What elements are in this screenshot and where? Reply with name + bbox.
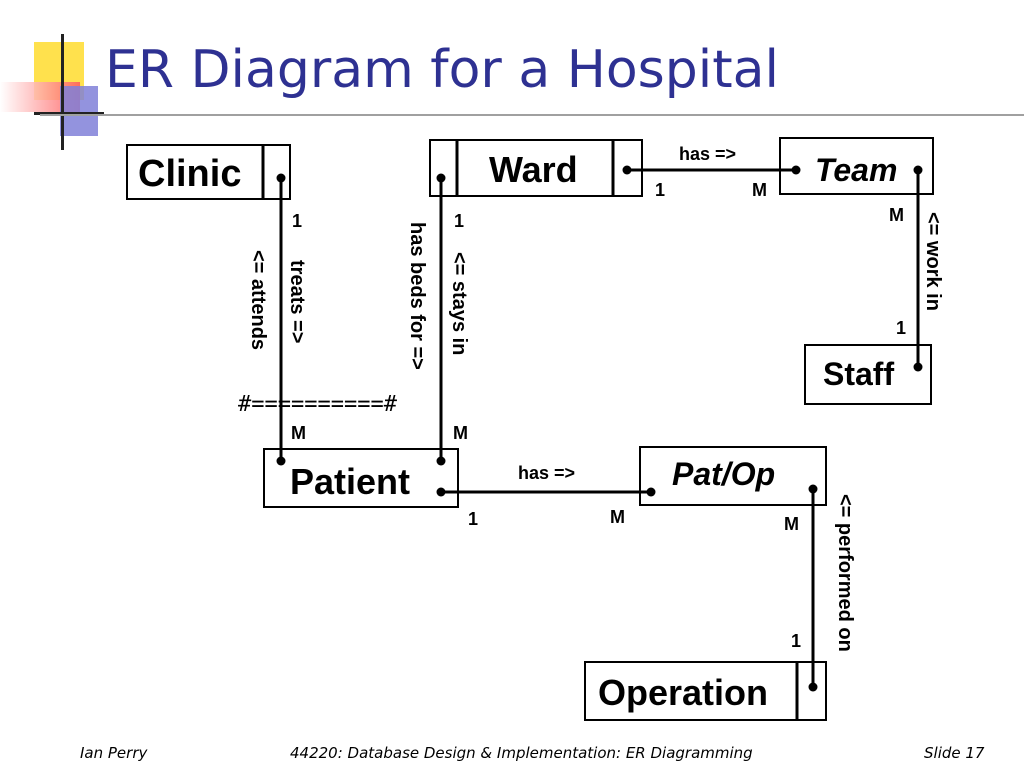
entity-patient-box[interactable] xyxy=(263,448,459,508)
entity-clinic-label: Clinic xyxy=(138,153,241,195)
entity-patop-label: Pat/Op xyxy=(672,456,775,492)
rel-ward-patient-label-2: has beds for => xyxy=(406,222,428,370)
card-clinic-patient-m: M xyxy=(291,423,306,443)
card-patient-patop-m: M xyxy=(610,507,625,527)
dot-ward-left xyxy=(436,173,446,183)
dot-ward-patient-bottom xyxy=(436,456,446,466)
er-diagram: Clinic Ward Team Staff Patient Pat/Op Op… xyxy=(126,137,944,721)
dot-patop-bottom xyxy=(808,484,818,494)
dot-clinic-patient-bottom xyxy=(276,456,286,466)
rel-clinic-patient-label-1: treats => xyxy=(286,260,308,343)
dot-staff xyxy=(913,362,923,372)
card-ward-patient-m: M xyxy=(453,423,468,443)
footer-author: Ian Perry xyxy=(80,744,148,762)
card-ward-team-m: M xyxy=(752,180,767,200)
decor-blue-square xyxy=(60,86,98,136)
dot-clinic-top xyxy=(276,173,286,183)
dot-team-right xyxy=(913,165,923,175)
card-team-staff-m: M xyxy=(889,205,904,225)
slide-title: ER Diagram for a Hospital xyxy=(105,40,779,100)
entity-operation-label: Operation xyxy=(598,672,768,713)
entity-patient-label: Patient xyxy=(290,461,410,502)
card-ward-patient-1: 1 xyxy=(454,211,464,231)
entity-operation-box[interactable] xyxy=(584,661,827,721)
dot-operation xyxy=(808,682,818,692)
title-underline xyxy=(40,114,1024,116)
dot-team-left xyxy=(791,165,801,175)
rel-clinic-patient-label-2: <= attends xyxy=(247,250,269,350)
entity-staff-box[interactable] xyxy=(804,344,932,405)
rel-patient-patop-label: has => xyxy=(518,463,575,483)
entity-team-box[interactable] xyxy=(779,137,934,195)
decor-vertical-rule xyxy=(61,34,64,150)
card-clinic-patient-1: 1 xyxy=(292,211,302,231)
card-patop-operation-1: 1 xyxy=(791,631,801,651)
entity-ward-label: Ward xyxy=(489,149,578,190)
dot-patop-left xyxy=(646,487,656,497)
card-patient-patop-1: 1 xyxy=(468,509,478,529)
rel-ward-team-label: has => xyxy=(679,144,736,164)
rel-ward-patient-label-1: <= stays in xyxy=(448,252,470,355)
entity-patop-box[interactable] xyxy=(639,446,827,506)
separator-text: #==========# xyxy=(238,392,398,417)
entity-ward-box[interactable] xyxy=(429,139,643,197)
card-patop-operation-m: M xyxy=(784,514,799,534)
rel-patop-operation-label: <= performed on xyxy=(834,494,856,652)
entity-team-label: Team xyxy=(815,152,897,188)
rel-team-staff-label: <= work in xyxy=(922,212,944,311)
card-ward-team-1: 1 xyxy=(655,180,665,200)
footer-slide-number: Slide 17 xyxy=(924,744,985,762)
card-team-staff-1: 1 xyxy=(896,318,906,338)
dot-patient-right xyxy=(436,487,446,497)
decor-horizontal-rule xyxy=(34,112,104,115)
footer-course: 44220: Database Design & Implementation:… xyxy=(290,744,753,762)
dot-ward-right xyxy=(622,165,632,175)
entity-staff-label: Staff xyxy=(823,356,894,392)
